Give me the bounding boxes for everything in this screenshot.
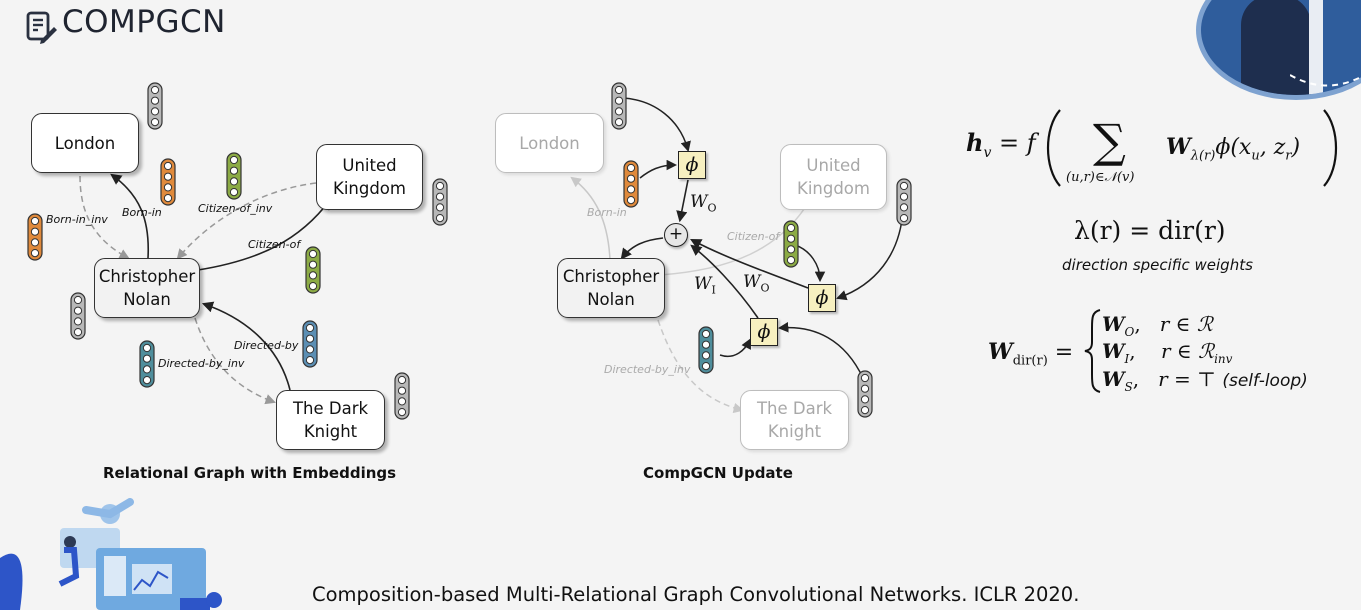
embedding-vector-orange-update [623,160,639,213]
citation-footer: Composition-based Multi-Relational Graph… [312,583,1080,606]
embedding-cells [896,178,912,226]
phi-operator-right: ϕ [808,284,836,312]
node-the-dark-knight: The Dark Knight [276,390,385,450]
embedding-vector-nolan [70,292,86,345]
embedding-cells [623,160,639,208]
node-london-faded: London [495,113,604,173]
embedding-vector-top-gray [611,82,627,135]
avatar-ring-decoration [1290,74,1361,87]
node-christopher-nolan-update: Christopher Nolan [557,258,665,318]
embedding-vector-dark-knight [394,372,410,425]
phi-operator-bottom: ϕ [750,318,778,346]
phi-operator-top: ϕ [678,151,706,179]
edge-label-directed-by-inv: Directed-by_inv [158,357,245,370]
embedding-cells [27,213,43,261]
embedding-cells [857,370,873,418]
case-o: WO, r ∈ ℛ [1102,312,1213,339]
edge-label-citizen-of-faded: Citizen-of [727,230,780,243]
embedding-vector-green-update [783,220,799,273]
weight-w-o-top: WO [690,192,717,215]
sum-operator: + [664,223,688,247]
equation-lambda: λ(r) = dir(r) [1074,216,1226,245]
embedding-cells [783,220,799,268]
case-i: WI, r ∈ ℛinv [1102,339,1233,366]
edge-label-directed-by-inv-faded: Directed-by_inv [604,363,691,376]
embedding-cells [432,178,448,226]
node-christopher-nolan: Christopher Nolan [94,258,200,318]
edge-label-directed-by: Directed-by [234,339,299,352]
embedding-vector-uk [432,178,448,231]
embedding-cells [305,246,321,294]
embedding-vector-london [147,82,163,135]
edge-label-born-in-faded: Born-in [587,206,627,219]
embedding-cells [70,292,86,340]
embedding-cells [147,82,163,130]
slide-title: COMPGCN [62,4,226,40]
cases-brace [1084,309,1101,393]
node-united-kingdom-faded: United Kingdom [780,144,887,210]
presenter-avatar [1196,0,1361,100]
document-pen-icon [26,11,57,44]
embedding-vector-teal-update [698,326,714,379]
edge-label-born-in: Born-in [122,206,162,219]
embedding-cells [611,82,627,130]
case-s: WS, r = ⊤ (self-loop) [1102,367,1308,394]
caption-relational-graph: Relational Graph with Embeddings [103,464,397,482]
weight-w-i: WI [694,274,716,297]
embedding-vector-directed-by-inv [139,340,155,393]
embedding-vector-uk-gray-update [896,178,912,231]
embedding-cells [698,326,714,374]
workspace-illustration [0,498,222,610]
edge-label-born-in-inv: Born-in_inv [46,213,108,226]
right-paren [1323,109,1338,187]
embedding-cells [302,320,318,368]
caption-compgcn-update: CompGCN Update [643,464,793,482]
left-graph-edges [79,173,332,405]
embedding-vector-born-in [160,158,176,211]
equation-main-body: Wλ(r)ϕ(xu, zr) [1166,134,1301,164]
edge-label-citizen-of-inv: Citizen-of_inv [198,202,273,215]
lambda-note: direction specific weights [1062,256,1253,274]
presenter-shirt [1309,0,1323,95]
embedding-vector-citizen-of-inv [226,152,242,205]
embedding-cells [226,152,242,200]
embedding-cells [394,372,410,420]
node-london: London [31,113,139,173]
sum-symbol: ∑ [1093,114,1126,168]
right-graph-edges [570,97,904,414]
weight-w-o-right: WO [743,272,770,295]
equation-wdir-lhs: Wdir(r) = [988,339,1074,369]
edge-label-citizen-of: Citizen-of [248,238,301,251]
embedding-vector-citizen-of [305,246,321,299]
left-paren [1046,109,1061,187]
embedding-cells [139,340,155,388]
node-united-kingdom: United Kingdom [316,144,423,210]
embedding-vector-dk-gray-update [857,370,873,423]
embedding-vector-directed-by [302,320,318,373]
presenter-suit [1241,0,1311,95]
node-the-dark-knight-faded: The Dark Knight [740,390,849,450]
embedding-cells [160,158,176,206]
embedding-vector-born-in-inv [27,213,43,266]
equation-main: hv = f [966,128,1036,161]
sum-subscript: (u,r)∈𝒩(v) [1066,170,1135,185]
